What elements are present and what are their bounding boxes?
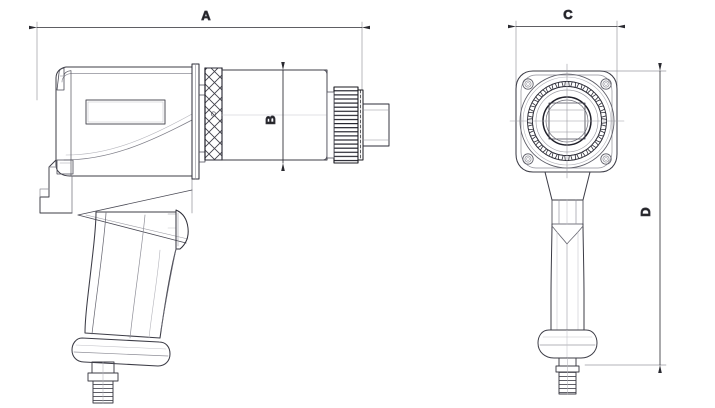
corner-screw-bottom-right [600, 153, 612, 165]
name-plate-inner [87, 101, 164, 123]
spring-sleeve [204, 67, 223, 161]
dimension-c-label: C [563, 7, 573, 22]
dimension-d-label: D [638, 207, 653, 216]
corner-screw-top-left [522, 78, 534, 90]
dimension-d [584, 63, 667, 373]
air-inlet-fitting [87, 361, 119, 404]
name-plate [85, 99, 166, 125]
handle [71, 211, 177, 367]
dimension-a-label: A [201, 8, 211, 23]
dimension-c [508, 20, 625, 87]
front-view: C D [508, 7, 667, 395]
knurled-ring [326, 86, 364, 164]
corner-screw-bottom-left [522, 153, 534, 165]
front-air-inlet-fitting [555, 357, 580, 395]
square-drive [362, 103, 390, 147]
side-view: A [29, 8, 390, 404]
dimension-b-label: B [263, 115, 278, 124]
centre-lines [509, 63, 625, 179]
front-handle [537, 171, 598, 359]
corner-screw-top-right [600, 78, 612, 90]
corner-screws [522, 78, 612, 165]
